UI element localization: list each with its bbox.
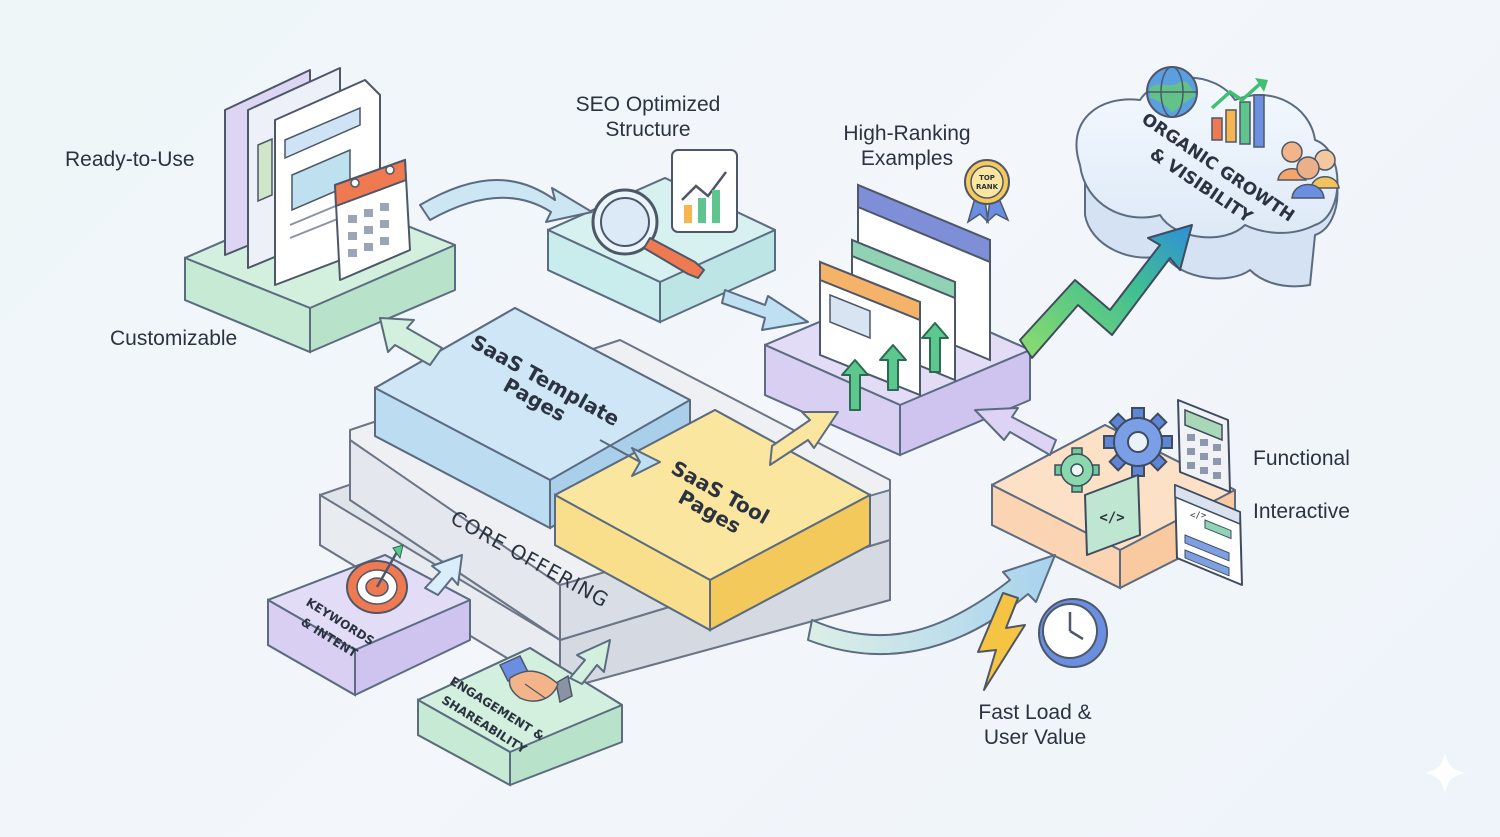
label-high-ranking: High-Ranking Examples (822, 121, 992, 171)
label-high-ranking-line1: High-Ranking (843, 122, 971, 145)
label-fast-load-line1: Fast Load & (978, 701, 1092, 724)
calculator-icon (1177, 399, 1231, 493)
svg-text:</>: </> (1099, 510, 1124, 526)
label-seo-line2: Structure (605, 118, 691, 141)
lightning-icon (977, 592, 1026, 691)
top-rank-badge-icon: TOP RANK (964, 159, 1010, 225)
badge-top-text: TOP (979, 174, 995, 182)
arrow-tool-to-ranking (769, 411, 839, 466)
growth-arrow (1019, 224, 1193, 359)
sparkle-icon (1424, 752, 1466, 794)
badge-rank-text: RANK (976, 183, 999, 191)
magnifier-icon (591, 188, 705, 279)
saas-tool-block (554, 409, 871, 632)
chart-card-icon (671, 149, 738, 233)
arrow-keywords-to-core (424, 554, 463, 596)
label-fast-load-line2: User Value (983, 726, 1087, 749)
label-customizable: Customizable (110, 327, 238, 350)
arrow-seo-to-ranking (721, 289, 809, 331)
document-stack-icon (224, 67, 381, 286)
arrow-functional-to-ranking (974, 407, 1057, 456)
label-ready-to-use: Ready-to-Use (65, 148, 195, 171)
bar-chart-growth-icon (1210, 78, 1268, 148)
arrow-engagement-to-core (569, 639, 611, 685)
form-panel-icon: </> (1174, 483, 1243, 586)
label-functional: Functional (1253, 447, 1350, 470)
engagement-block (417, 647, 623, 787)
label-fast-load: Fast Load & User Value (955, 700, 1115, 750)
globe-icon (1146, 66, 1198, 118)
gear-large-icon (1103, 407, 1173, 477)
label-interactive: Interactive (1253, 500, 1350, 523)
arrow-ready-to-seo (419, 179, 593, 223)
calendar-icon (333, 158, 411, 281)
arrow-core-to-ready (379, 317, 443, 366)
target-icon (346, 544, 408, 614)
gear-small-icon (1054, 447, 1100, 493)
clock-icon (1038, 598, 1108, 668)
label-seo-line1: SEO Optimized (575, 93, 721, 116)
rank-up-arrows-icon (841, 322, 949, 411)
svg-text:</>: </> (1190, 511, 1207, 521)
label-high-ranking-line2: Examples (860, 147, 954, 170)
people-group-icon (1277, 141, 1340, 199)
code-window-icon: </> (1084, 474, 1141, 556)
handshake-icon (498, 655, 573, 704)
label-seo: SEO Optimized Structure (558, 92, 738, 142)
template-to-tool-arrow (599, 439, 661, 477)
organic-growth-cloud (1075, 76, 1339, 288)
